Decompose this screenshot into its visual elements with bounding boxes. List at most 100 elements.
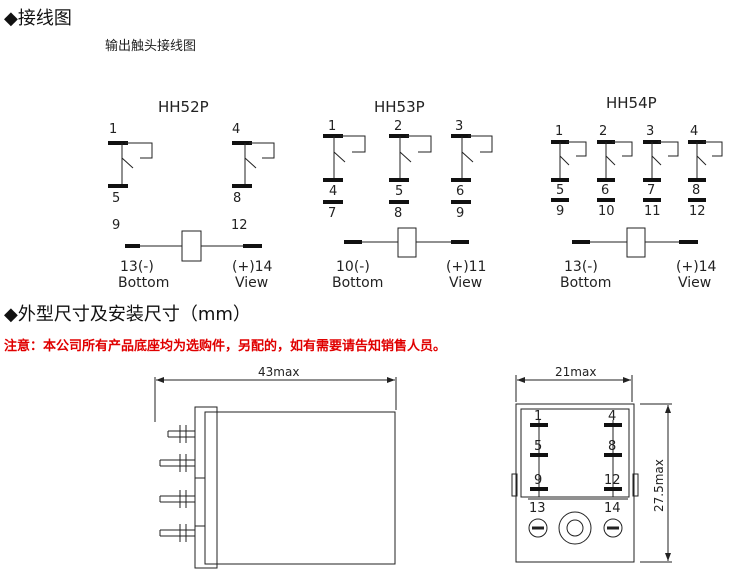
pin-label: 10 bbox=[598, 204, 615, 219]
switch-arm bbox=[696, 155, 707, 166]
arrow-left-icon bbox=[156, 377, 164, 383]
pin-label: 4 bbox=[690, 124, 698, 139]
view-label: View bbox=[678, 275, 711, 291]
front-width-dimension: 21max bbox=[555, 365, 596, 379]
pin-label: 4 bbox=[232, 122, 240, 137]
pin-label: 12 bbox=[604, 473, 621, 488]
view-label: View bbox=[235, 275, 268, 291]
purchase-note: 注意：本公司所有产品底座均为选购件，另配的，如有需要请告知销售人员。 bbox=[4, 338, 446, 354]
switch-arm bbox=[244, 157, 257, 169]
diagram-hh54p: HH54P 1 5 9 2 6 10 3 7 11 4 bbox=[551, 94, 723, 291]
side-width-dimension: 43max bbox=[258, 365, 299, 379]
latch-right bbox=[632, 473, 639, 497]
pin-label: 7 bbox=[328, 206, 336, 221]
side-pin bbox=[159, 524, 195, 542]
pin-label: 5 bbox=[112, 191, 120, 206]
pin-label: 12 bbox=[231, 218, 248, 233]
relay-flange bbox=[194, 406, 218, 569]
switch-arm bbox=[333, 151, 346, 163]
pin-label: 13 bbox=[529, 501, 546, 516]
mounting-hole-inner bbox=[566, 519, 584, 537]
coil-positive-label: (+)11 bbox=[446, 259, 486, 275]
pin-label: 11 bbox=[644, 204, 661, 219]
front-view-drawing: 21max 27.5max 1 4 5 8 9 12 13 14 bbox=[511, 365, 672, 563]
coil-negative-label: 13(-) bbox=[564, 259, 598, 275]
pin-label: 9 bbox=[534, 473, 542, 488]
pin-label: 5 bbox=[534, 439, 542, 454]
screw-terminal-icon bbox=[603, 518, 623, 538]
pin-label: 9 bbox=[556, 204, 564, 219]
arrow-right-icon bbox=[623, 377, 631, 383]
switch-arm bbox=[121, 157, 134, 169]
screw-terminal-icon bbox=[528, 518, 548, 538]
pin-label: 12 bbox=[689, 204, 706, 219]
contact-lead bbox=[703, 141, 723, 157]
bottom-label: Bottom bbox=[560, 275, 611, 291]
pin-label: 1 bbox=[109, 122, 117, 137]
diagram-title: HH54P bbox=[606, 94, 657, 112]
dimensions-heading: ◆外型尺寸及安装尺寸（mm） bbox=[4, 304, 251, 325]
pin-label: 3 bbox=[455, 119, 463, 134]
contact-lead bbox=[612, 141, 633, 157]
pin-label: 1 bbox=[328, 119, 336, 134]
diagram-hh52p: HH52P 1 5 9 4 8 12 13(-) (+)14 Bottom Vi… bbox=[108, 98, 275, 291]
switch-arm bbox=[399, 151, 412, 163]
pin-label: 2 bbox=[394, 119, 402, 134]
pin-label: 3 bbox=[646, 124, 654, 139]
arrow-left-icon bbox=[517, 377, 525, 383]
side-pin bbox=[167, 425, 195, 443]
coil-positive-label: (+)14 bbox=[232, 259, 273, 275]
pin-label: 5 bbox=[395, 184, 403, 199]
contact-lead bbox=[566, 141, 587, 157]
coil-symbol bbox=[397, 227, 417, 258]
switch-arm bbox=[461, 151, 474, 163]
view-label: View bbox=[449, 275, 482, 291]
arrow-down-icon bbox=[665, 553, 671, 561]
diagram-hh53p: HH53P 1 4 7 2 5 8 3 6 9 1 bbox=[323, 98, 493, 291]
bottom-label: Bottom bbox=[118, 275, 169, 291]
front-height-dimension: 27.5max bbox=[652, 459, 666, 512]
latch-left bbox=[511, 473, 518, 497]
coil-positive-label: (+)14 bbox=[676, 259, 717, 275]
pin-label: 6 bbox=[456, 184, 464, 199]
wiring-subtitle: 输出触头接线图 bbox=[105, 38, 196, 54]
pin-window bbox=[520, 408, 630, 498]
bottom-label: Bottom bbox=[332, 275, 383, 291]
pin-label: 6 bbox=[601, 183, 609, 198]
pin-label: 9 bbox=[456, 206, 464, 221]
contact-lead bbox=[249, 142, 275, 159]
pin-label: 8 bbox=[233, 191, 241, 206]
pin-label: 9 bbox=[112, 218, 120, 233]
switch-arm bbox=[651, 155, 662, 166]
pin-label: 1 bbox=[555, 124, 563, 139]
side-pin bbox=[159, 490, 195, 508]
contact-lead bbox=[340, 135, 366, 153]
pin-label: 8 bbox=[394, 206, 402, 221]
wiring-heading: ◆接线图 bbox=[4, 8, 72, 29]
switch-arm bbox=[559, 155, 570, 166]
side-pin bbox=[159, 454, 195, 472]
contact-lead bbox=[406, 135, 432, 153]
pin-label: 5 bbox=[556, 183, 564, 198]
arrow-right-icon bbox=[387, 377, 395, 383]
switch-arm bbox=[605, 155, 616, 166]
arrow-up-icon bbox=[665, 405, 671, 413]
diagram-title: HH53P bbox=[374, 98, 425, 116]
contact-lead bbox=[468, 135, 493, 153]
pin-label: 4 bbox=[329, 184, 337, 199]
side-view-drawing: 43max bbox=[154, 365, 397, 569]
contact-lead bbox=[125, 142, 153, 159]
diagram-title: HH52P bbox=[158, 98, 209, 116]
pin-label: 8 bbox=[692, 183, 700, 198]
pin-label: 2 bbox=[599, 124, 607, 139]
coil-symbol bbox=[626, 227, 646, 258]
pin-label: 7 bbox=[647, 183, 655, 198]
pin-label: 8 bbox=[608, 439, 616, 454]
relay-case bbox=[204, 411, 396, 565]
pin-label: 4 bbox=[608, 409, 616, 424]
pin-label: 14 bbox=[604, 501, 621, 516]
coil-negative-label: 13(-) bbox=[120, 259, 154, 275]
coil-negative-label: 10(-) bbox=[336, 259, 370, 275]
coil-symbol bbox=[181, 230, 202, 262]
